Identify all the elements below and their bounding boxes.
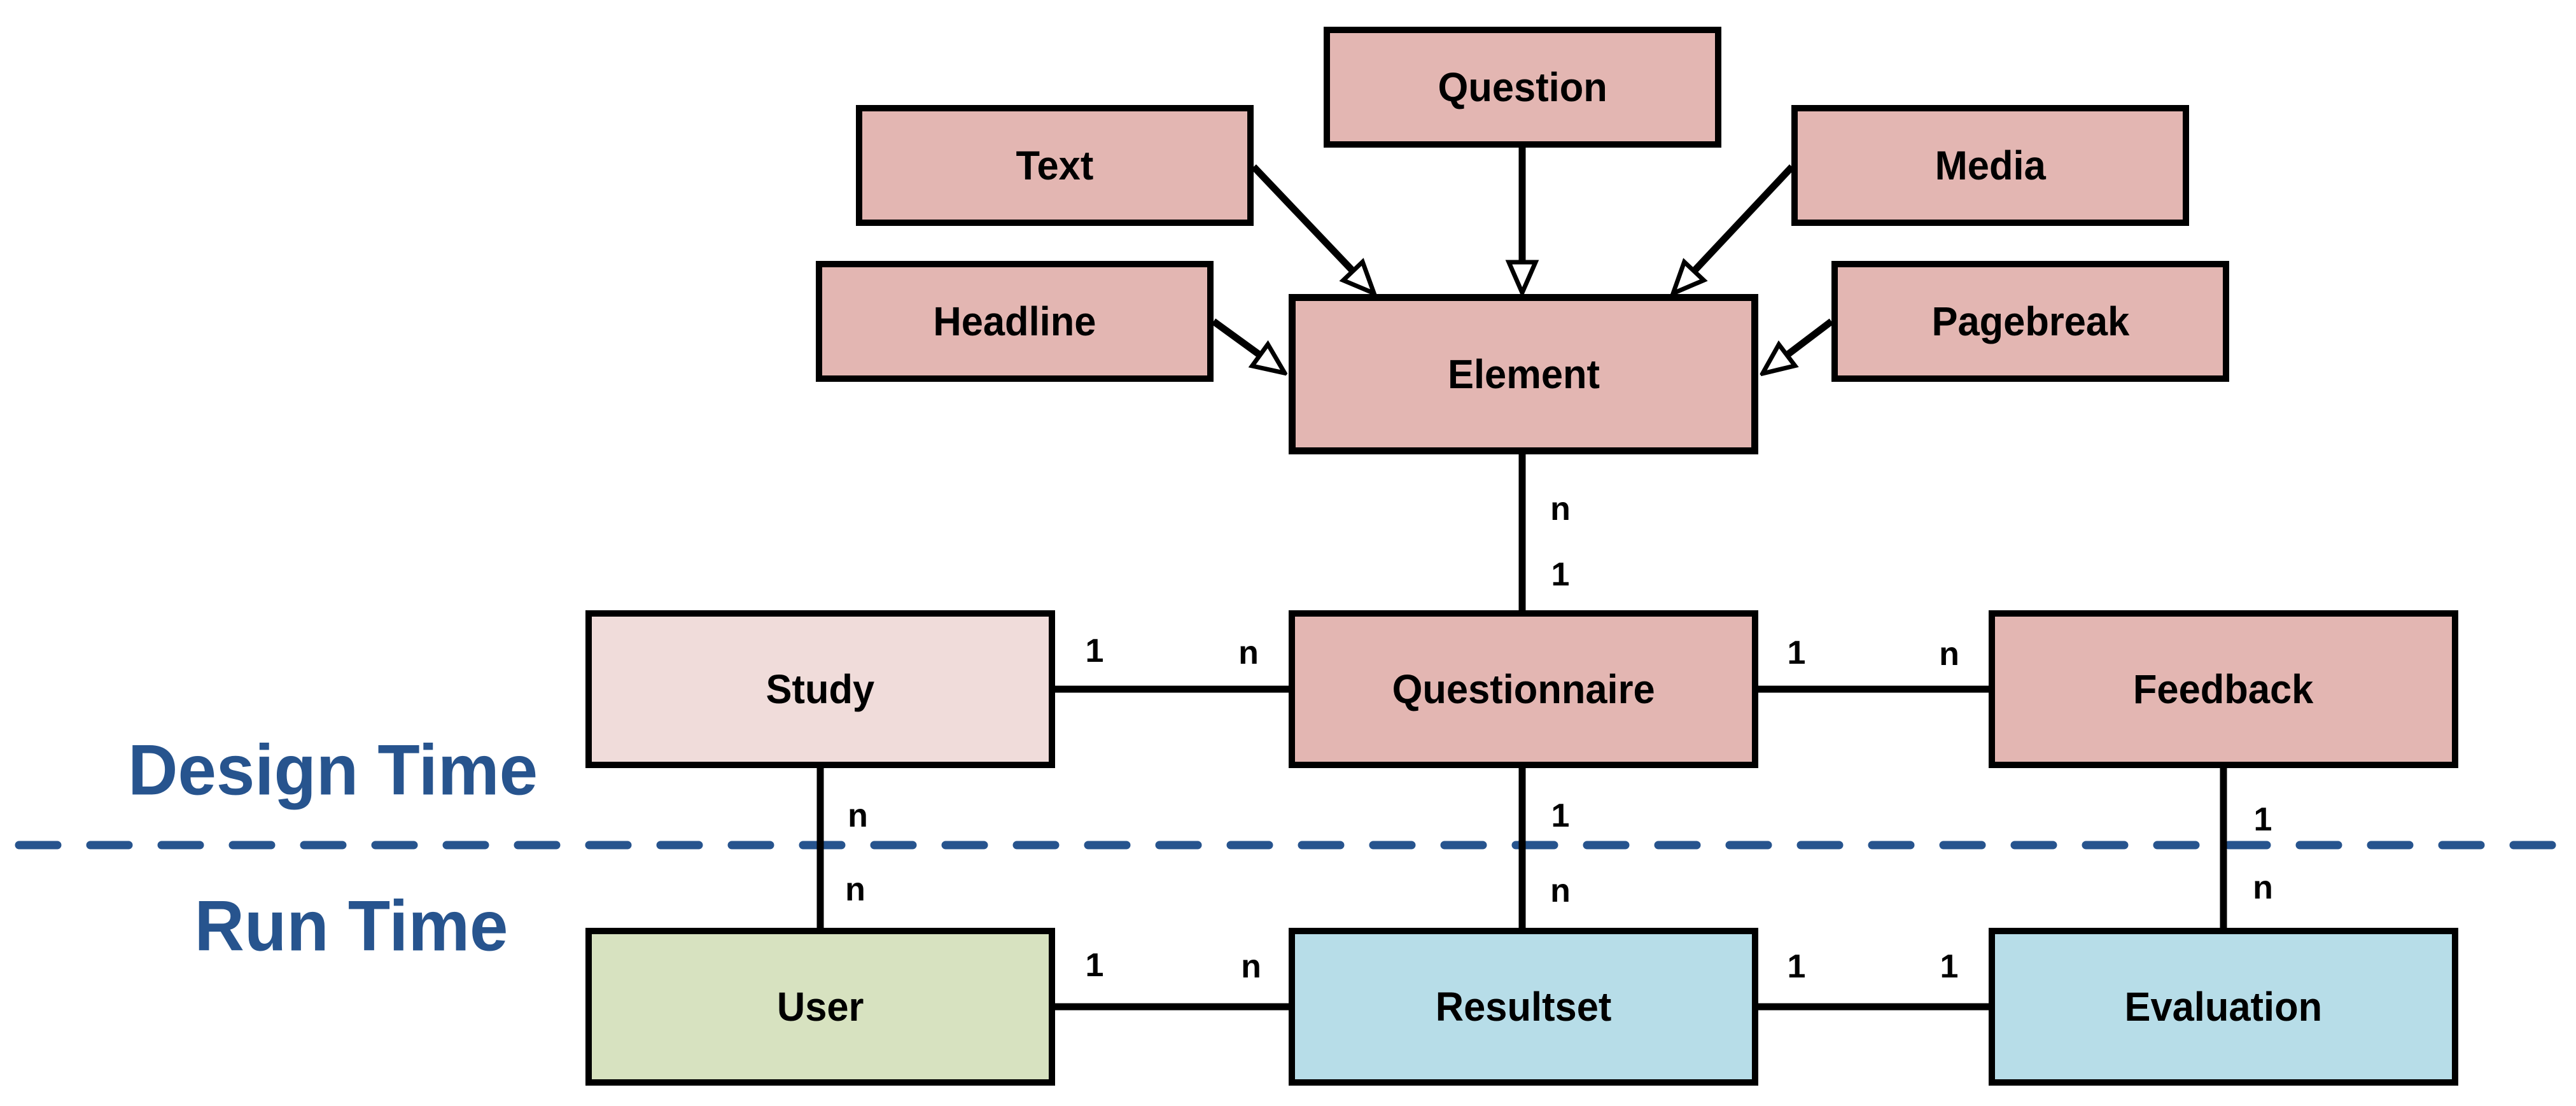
- entity-user: User: [585, 928, 1055, 1086]
- entity-media: Media: [1791, 105, 2189, 226]
- entity-study: Study: [585, 610, 1055, 768]
- cardinality-questionnaire-feedback-n: n: [1939, 636, 1959, 673]
- cardinality-study-questionnaire-1: 1: [1085, 633, 1104, 669]
- entity-feedback: Feedback: [1989, 610, 2458, 768]
- edge-media-element-arrow: [1694, 164, 1795, 271]
- entity-questionnaire-label: Questionnaire: [1392, 666, 1655, 712]
- cardinality-user-resultset-n: n: [1241, 948, 1261, 985]
- entity-text: Text: [856, 105, 1254, 226]
- entity-study-label: Study: [766, 666, 875, 712]
- edge-text-element-arrow: [1251, 164, 1353, 271]
- entity-media-label: Media: [1935, 143, 2046, 188]
- cardinality-study-user-n-bottom: n: [845, 871, 865, 908]
- entity-element-label: Element: [1447, 351, 1600, 397]
- cardinality-feedback-evaluation-1: 1: [2253, 801, 2272, 838]
- cardinality-questionnaire-resultset-n: n: [1550, 872, 1571, 909]
- entity-pagebreak: Pagebreak: [1831, 261, 2229, 382]
- entity-resultset-label: Resultset: [1435, 984, 1612, 1030]
- cardinality-questionnaire-feedback-1: 1: [1787, 634, 1806, 671]
- cardinality-element-questionnaire-1: 1: [1551, 556, 1570, 593]
- entity-element: Element: [1289, 294, 1758, 454]
- cardinality-element-questionnaire-n: n: [1550, 491, 1571, 528]
- edge-headline-element-arrow: [1211, 318, 1260, 355]
- cardinality-resultset-evaluation-1-right: 1: [1940, 948, 1959, 985]
- cardinality-study-questionnaire-n: n: [1238, 634, 1259, 671]
- entity-question: Question: [1324, 27, 1721, 148]
- cardinality-questionnaire-resultset-1: 1: [1551, 797, 1570, 834]
- entity-user-label: User: [776, 984, 864, 1030]
- zone-label-run-time: Run Time: [194, 886, 508, 966]
- entity-question-label: Question: [1438, 64, 1607, 110]
- entity-text-label: Text: [1016, 143, 1094, 188]
- cardinality-resultset-evaluation-1-left: 1: [1787, 948, 1806, 985]
- entity-questionnaire: Questionnaire: [1289, 610, 1758, 768]
- cardinality-study-user-n-top: n: [848, 797, 868, 834]
- cardinality-feedback-evaluation-n: n: [2253, 869, 2273, 906]
- entity-resultset: Resultset: [1289, 928, 1758, 1086]
- entity-pagebreak-label: Pagebreak: [1931, 298, 2129, 344]
- entity-evaluation: Evaluation: [1989, 928, 2458, 1086]
- entity-headline: Headline: [816, 261, 1214, 382]
- entity-feedback-label: Feedback: [2133, 666, 2314, 712]
- cardinality-user-resultset-1: 1: [1085, 947, 1104, 984]
- zone-label-design-time: Design Time: [128, 730, 538, 810]
- entity-headline-label: Headline: [933, 298, 1096, 344]
- edge-pagebreak-element-arrow: [1787, 318, 1834, 355]
- entity-evaluation-label: Evaluation: [2124, 984, 2323, 1030]
